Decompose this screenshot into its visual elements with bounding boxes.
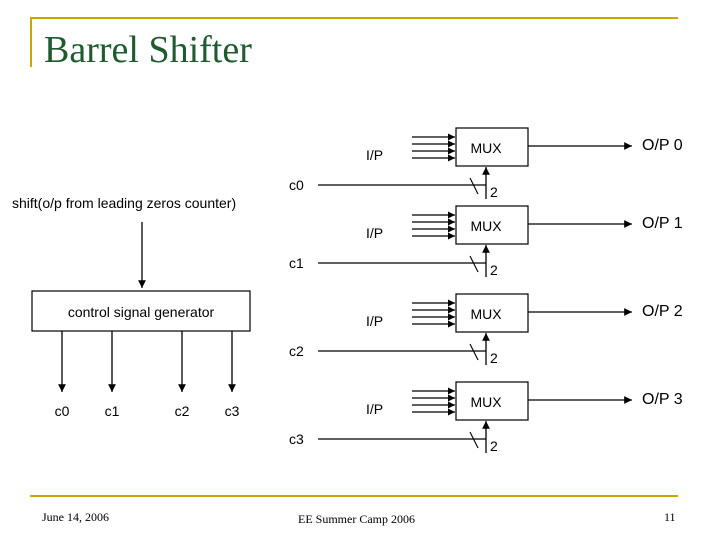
footer-page-number: 11 [664,510,676,524]
control-line-label: c0 [289,177,304,193]
generator-outputs: c0 c1 c2 c3 [55,331,240,419]
generator-output-label-c0: c0 [55,403,70,419]
generator-output-label-c1: c1 [105,403,120,419]
mux-stage-3: MUX I/P O/P 3 c3 2 [289,381,683,454]
mux-stage-1: MUX I/P O/P 1 c1 2 [289,205,683,278]
bus-width-label: 2 [490,262,498,278]
bus-width-slash [469,343,479,361]
control-line-label: c2 [289,343,304,359]
mux-box [455,381,529,421]
mux-box [455,293,529,333]
generator-output-label-c3: c3 [225,403,240,419]
mux-input-label: I/P [366,147,383,163]
bus-width-label: 2 [490,438,498,454]
bus-width-label: 2 [490,184,498,200]
mux-label: MUX [470,140,502,156]
footer-rule [30,495,678,497]
mux-input-label: I/P [366,225,383,241]
control-line-label: c1 [289,255,304,271]
title-frame-top-rule [30,17,678,19]
mux-box [455,127,529,167]
shift-input-label: shift(o/p from leading zeros counter) [12,195,236,211]
mux-label: MUX [470,394,502,410]
mux-input-label: I/P [366,313,383,329]
mux-stage-2: MUX I/P O/P 2 c2 2 [289,293,683,366]
mux-stage-0: MUX I/P O/P 0 c0 2 [289,127,683,200]
mux-label: MUX [470,218,502,234]
title-frame-left-rule [30,17,32,67]
mux-box [455,205,529,245]
control-line-label: c3 [289,431,304,447]
mux-output-label: O/P 1 [642,215,683,232]
footer-date: June 14, 2006 [42,510,109,524]
control-signal-generator-box [31,290,251,332]
bus-width-label: 2 [490,350,498,366]
bus-width-slash [469,255,479,273]
mux-output-label: O/P 2 [642,303,683,320]
control-signal-generator-label: control signal generator [68,304,215,320]
mux-input-label: I/P [366,401,383,417]
slide-title: Barrel Shifter [44,29,252,71]
generator-output-label-c2: c2 [175,403,190,419]
mux-label: MUX [470,306,502,322]
footer-event: EE Summer Camp 2006 [298,512,415,526]
bus-width-slash [469,431,479,449]
mux-output-label: O/P 0 [642,137,683,154]
mux-output-label: O/P 3 [642,391,683,408]
bus-width-slash [469,177,479,195]
